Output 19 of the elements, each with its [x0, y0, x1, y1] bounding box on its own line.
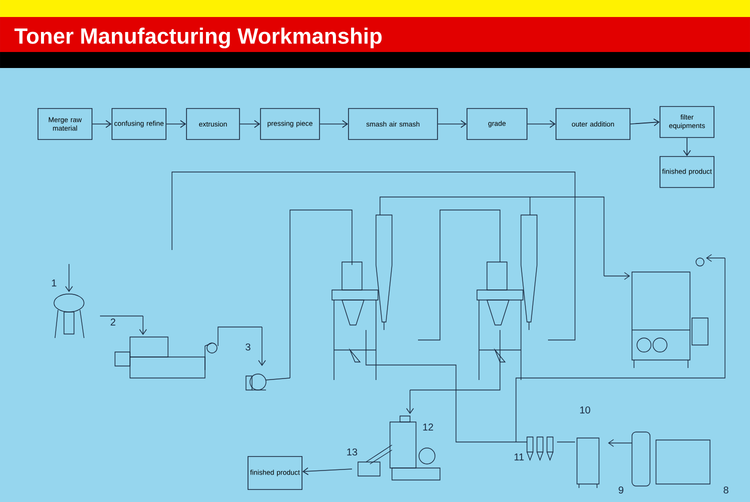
arrow	[683, 138, 691, 156]
callout-number: 9	[618, 486, 624, 494]
callout-number: 3	[246, 343, 250, 351]
callout-number: 2	[110, 318, 116, 326]
callout-number: 8	[724, 486, 728, 494]
arrow	[92, 120, 112, 128]
arrow	[240, 120, 260, 128]
arrow	[166, 120, 186, 128]
callout-number: 11	[514, 454, 524, 460]
arrow	[320, 120, 348, 128]
arrow	[527, 120, 556, 128]
callout-number: 12	[423, 424, 434, 430]
callout-number: 13	[347, 448, 358, 456]
arrow	[630, 118, 660, 126]
title: Toner Manufacturing Workmanship	[14, 28, 382, 48]
arrow	[302, 467, 352, 476]
callout-number: 1	[52, 280, 56, 286]
arrow	[438, 120, 467, 128]
callout-number: 10	[580, 406, 590, 414]
